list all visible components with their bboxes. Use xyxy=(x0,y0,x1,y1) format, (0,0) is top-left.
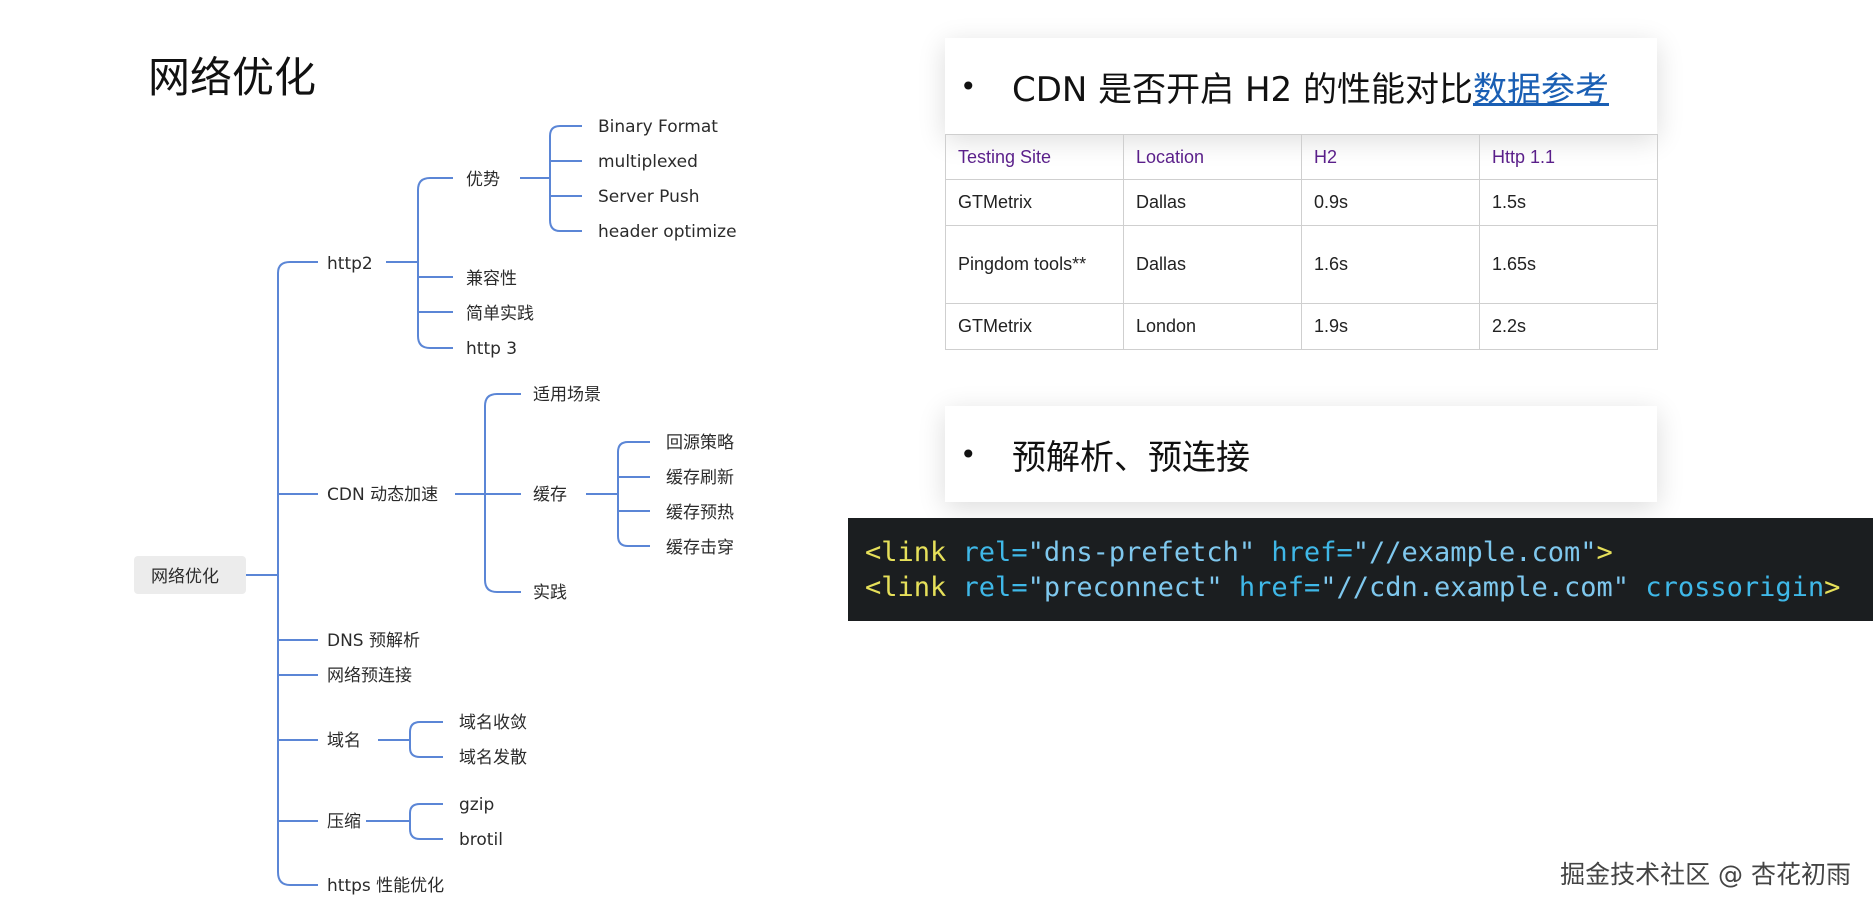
table-cell: 2.2s xyxy=(1479,303,1658,350)
node-huancun: 缓存 xyxy=(533,485,567,505)
bullet: • xyxy=(960,69,977,103)
data-reference-link[interactable]: 数据参考 xyxy=(1472,69,1609,110)
cdn-connector xyxy=(455,393,521,593)
code-attr: rel= xyxy=(962,572,1028,603)
node-shiyong: 适用场景 xyxy=(533,385,601,405)
node-dns: DNS 预解析 xyxy=(327,631,420,651)
table-cell: GTMetrix xyxy=(945,179,1124,226)
page-title: 网络优化 xyxy=(148,53,317,102)
code-line-1: <link rel="dns-prefetch" href="//example… xyxy=(865,535,1873,570)
card-preresolve: • 预解析、预连接 xyxy=(945,406,1657,502)
node-http3: http 3 xyxy=(466,339,517,359)
node-jichuan: 缓存击穿 xyxy=(666,538,734,558)
table-cell: London xyxy=(1123,303,1302,350)
node-yasuo: 压缩 xyxy=(327,812,361,832)
node-jianrong: 兼容性 xyxy=(466,269,517,289)
card-h2-comparison: • CDN 是否开启 H2 的性能对比数据参考 xyxy=(945,38,1657,134)
table-cell: Dallas xyxy=(1123,179,1302,226)
node-binary-format: Binary Format xyxy=(598,117,718,137)
node-gzip: gzip xyxy=(459,795,494,815)
node-jiandan: 简单实践 xyxy=(466,304,534,324)
yuming-connector xyxy=(378,721,443,758)
node-yure: 缓存预热 xyxy=(666,503,734,523)
table-cell: GTMetrix xyxy=(945,303,1124,350)
youshi-connector xyxy=(520,125,582,232)
node-shuaxin: 缓存刷新 xyxy=(666,468,734,488)
table-cell: Dallas xyxy=(1123,225,1302,304)
node-header-optimize: header optimize xyxy=(598,222,737,242)
table-cell: 1.9s xyxy=(1301,303,1480,350)
huancun-connector xyxy=(586,441,650,547)
code-string: "dns-prefetch" xyxy=(1027,537,1256,568)
code-attr: href= xyxy=(1238,572,1321,603)
code-string: "//example.com" xyxy=(1352,537,1597,568)
table-cell: Pingdom tools** xyxy=(945,225,1124,304)
code-tag-end: > xyxy=(1596,537,1613,568)
card2-text: 预解析、预连接 xyxy=(1012,437,1250,478)
root-node-bg xyxy=(134,556,246,594)
bullet: • xyxy=(960,437,977,471)
root-node: 网络优化 xyxy=(151,567,219,587)
node-yulianjie: 网络预连接 xyxy=(327,666,412,686)
root-connector xyxy=(246,273,279,872)
node-cdn: CDN 动态加速 xyxy=(327,485,438,505)
table-row: GTMetrix Dallas 0.9s 1.5s xyxy=(945,179,1658,226)
node-http2: http2 xyxy=(327,254,373,274)
table-header-row: Testing Site Location H2 Http 1.1 xyxy=(945,134,1658,180)
node-huiyuan: 回源策略 xyxy=(666,433,734,453)
footer-credit: 掘金技术社区 @ 杏花初雨 xyxy=(1560,860,1851,889)
node-fasan: 域名发散 xyxy=(459,748,527,768)
branch-connectors xyxy=(277,261,318,886)
code-attr: crossorigin xyxy=(1645,572,1825,603)
node-multiplexed: multiplexed xyxy=(598,152,698,172)
code-block: <link rel="dns-prefetch" href="//example… xyxy=(848,518,1873,621)
table-row: Pingdom tools** Dallas 1.6s 1.65s xyxy=(945,225,1658,304)
code-tag-end: > xyxy=(1824,572,1841,603)
code-tag: <link xyxy=(865,572,947,603)
code-line-2: <link rel="preconnect" href="//cdn.examp… xyxy=(865,570,1873,605)
yasuo-connector xyxy=(366,803,443,840)
node-youshi: 优势 xyxy=(466,170,500,190)
table-cell: 1.6s xyxy=(1301,225,1480,304)
code-string: "preconnect" xyxy=(1027,572,1223,603)
card1-text: CDN 是否开启 H2 的性能对比 xyxy=(1012,69,1473,110)
code-attr: href= xyxy=(1271,537,1353,568)
node-shijian: 实践 xyxy=(533,583,567,603)
table-row: GTMetrix London 1.9s 2.2s xyxy=(945,303,1658,350)
mindmap-diagram: 网络优化 http2 优势 Binary Format multiplexed … xyxy=(134,117,737,896)
node-shoulian: 域名收敛 xyxy=(459,713,527,733)
header-h2: H2 xyxy=(1301,134,1480,180)
header-location: Location xyxy=(1123,134,1302,180)
node-brotil: brotil xyxy=(459,830,503,850)
node-https: https 性能优化 xyxy=(327,876,444,896)
table-cell: 1.65s xyxy=(1479,225,1658,304)
table-cell: 0.9s xyxy=(1301,179,1480,226)
node-server-push: Server Push xyxy=(598,187,700,207)
code-attr: rel= xyxy=(962,537,1028,568)
table-cell: 1.5s xyxy=(1479,179,1658,226)
performance-table: Testing Site Location H2 Http 1.1 GTMetr… xyxy=(945,134,1658,350)
node-yuming: 域名 xyxy=(327,731,361,751)
http2-connector xyxy=(386,177,453,349)
code-tag: <link xyxy=(865,537,947,568)
header-testing-site: Testing Site xyxy=(945,134,1124,180)
code-string: "//cdn.example.com" xyxy=(1320,572,1630,603)
header-http11: Http 1.1 xyxy=(1479,134,1658,180)
